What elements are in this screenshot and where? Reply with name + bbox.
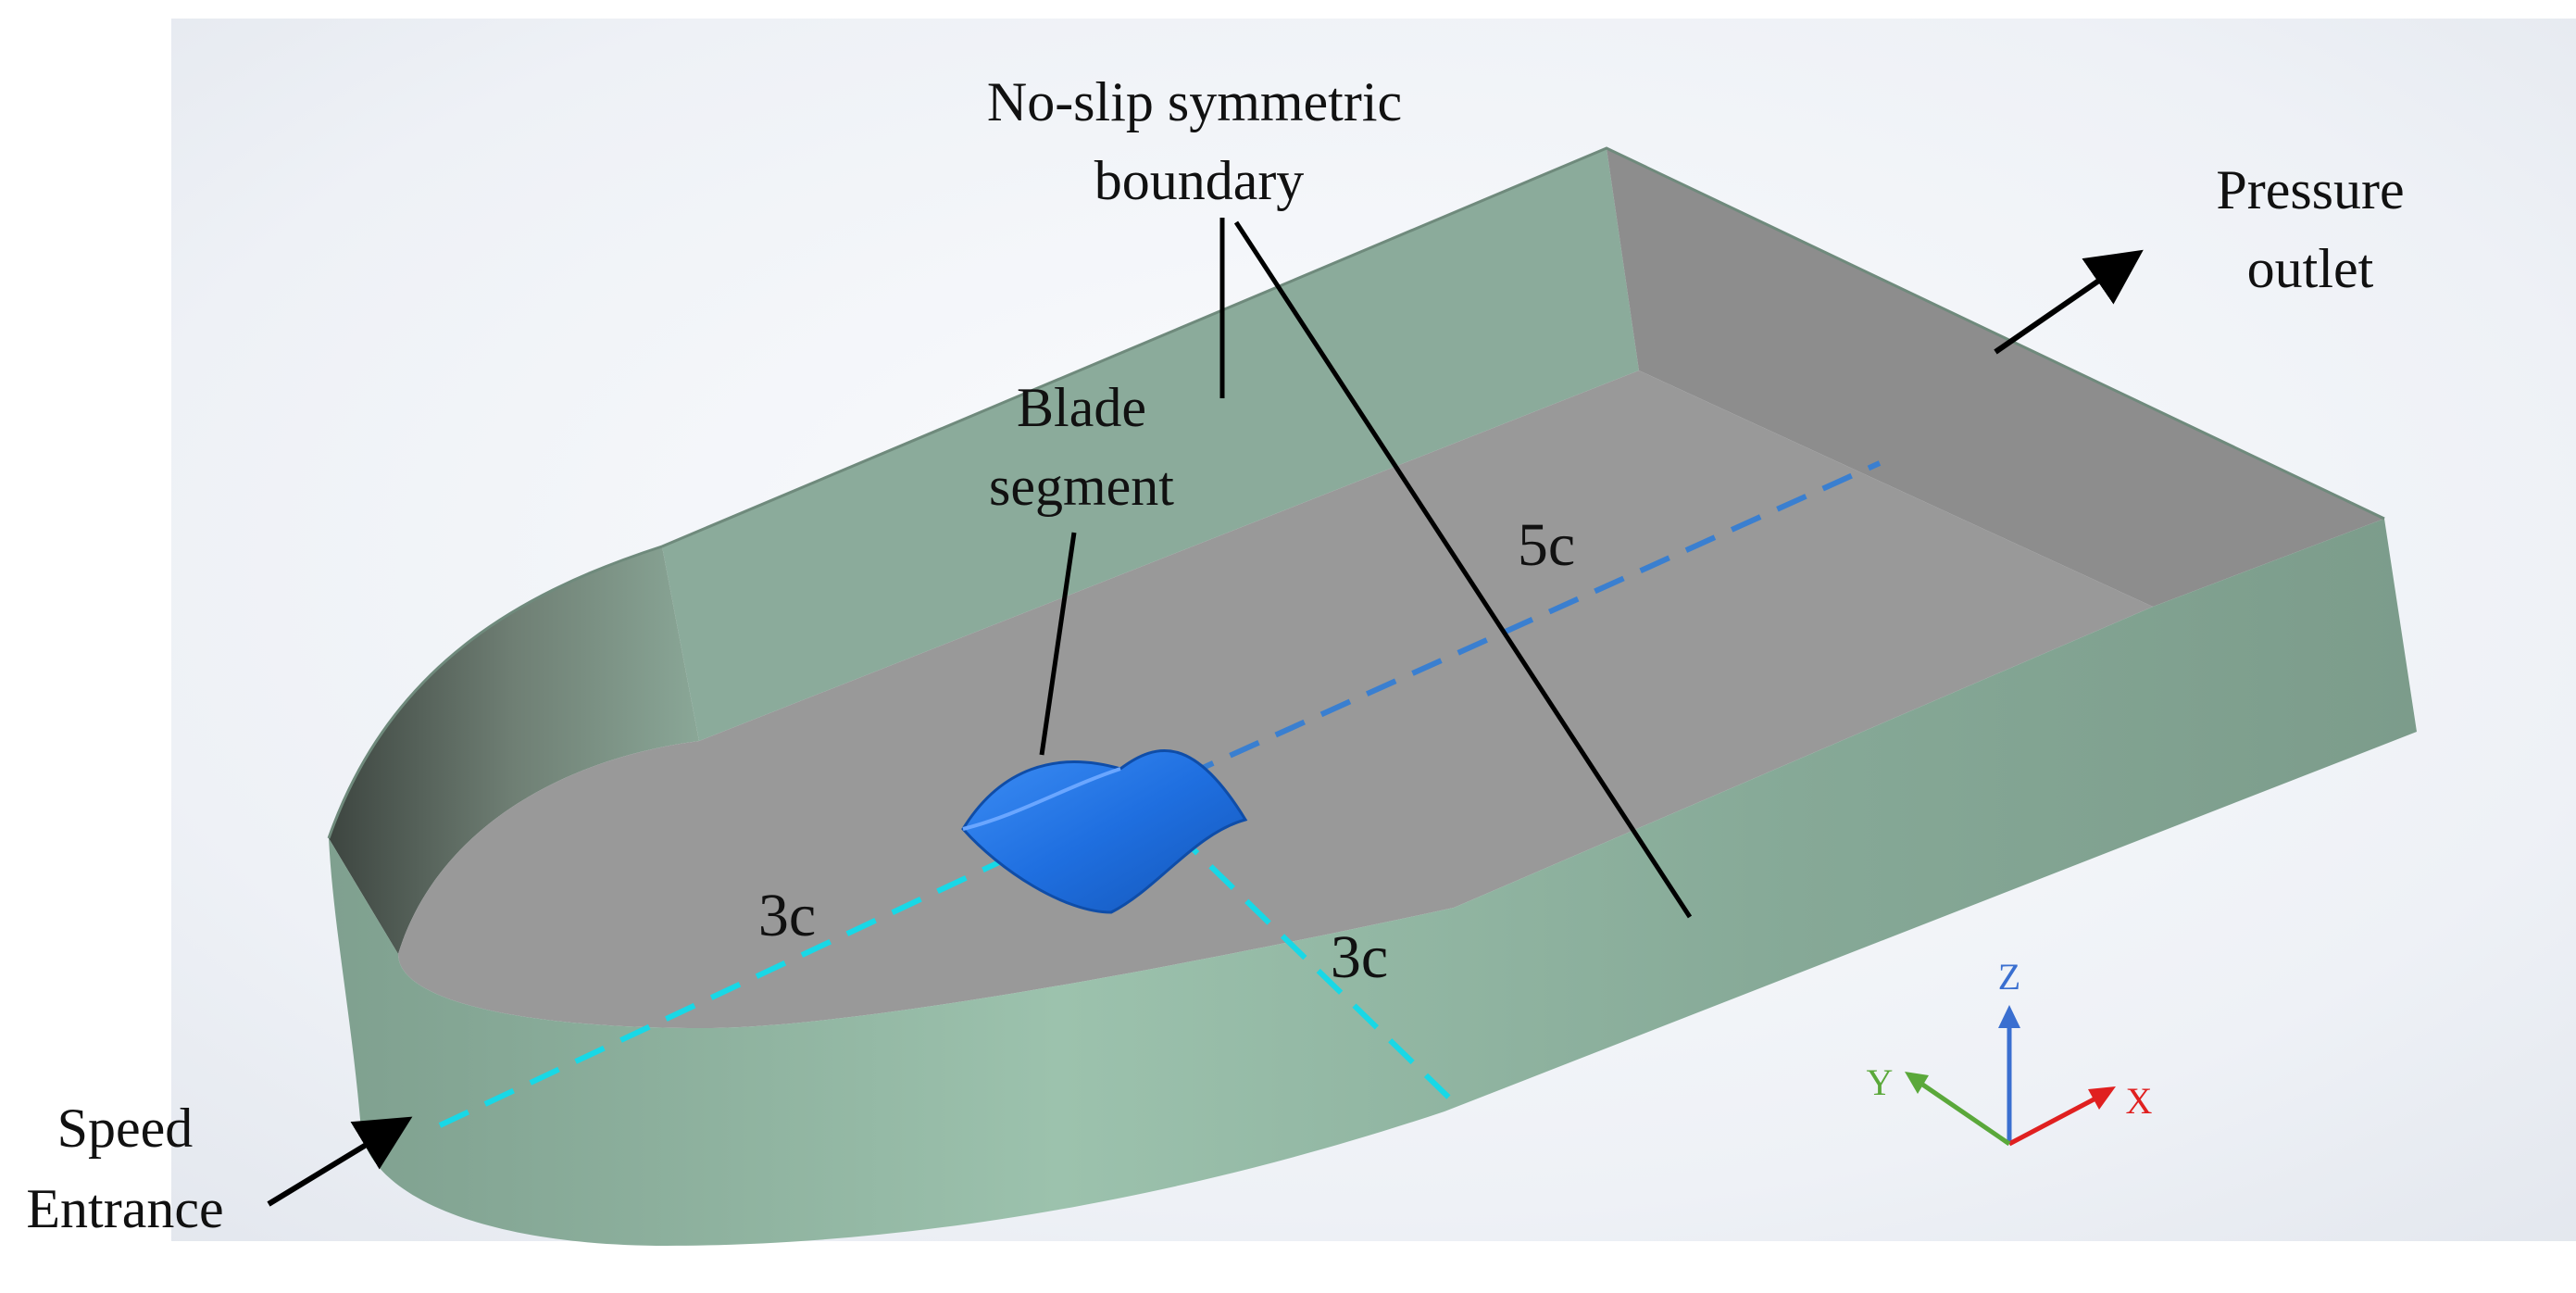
blade-leader: [1039, 532, 1077, 756]
pressure-outlet-arrow: [1994, 249, 2144, 355]
dimension-upstream: 3c: [758, 882, 816, 949]
inlet-curved-wall-inner: [329, 546, 699, 954]
domain-floor: [398, 370, 2153, 1028]
dimension-downstream: 5c: [1518, 511, 1575, 579]
center-dashed-line: [1137, 460, 1882, 799]
blade-leading-edge: [962, 767, 1121, 831]
dimension-lateral: 3c: [1331, 923, 1388, 991]
y-axis-line: [1919, 1081, 2011, 1147]
x-axis-arrowhead: [2088, 1086, 2116, 1110]
speed-entrance-label-line1: Speed: [57, 1098, 194, 1159]
speed-entrance-arrow: [267, 1116, 413, 1207]
far-wall: [662, 148, 1639, 741]
blade-segment-label-line2: segment: [989, 456, 1174, 517]
wall-rim: [327, 146, 2385, 839]
speed-entrance-label-line2: Entrance: [26, 1178, 223, 1239]
outlet-wall: [1607, 148, 2384, 607]
y-axis-arrowhead: [1905, 1072, 1929, 1094]
no-slip-label-line2: boundary: [1094, 150, 1305, 211]
axis-triad: Z X Y: [1867, 956, 2153, 1147]
inlet-dashed-line: [438, 794, 1141, 1128]
pressure-outlet-label-line2: outlet: [2247, 238, 2374, 299]
no-slip-label-line1: No-slip symmetric: [987, 71, 1402, 132]
front-wall: [329, 519, 2417, 1246]
y-axis-label: Y: [1867, 1061, 1894, 1103]
blade-segment-shape: [961, 749, 1248, 914]
x-axis-line: [2007, 1095, 2099, 1147]
no-slip-leader-b: [1233, 220, 1693, 919]
z-axis-arrowhead: [1998, 1005, 2020, 1028]
blade-segment-label-line1: Blade: [1017, 377, 1146, 438]
x-axis-label: X: [2126, 1080, 2153, 1122]
z-axis-label: Z: [1998, 956, 2020, 998]
pressure-outlet-label-line1: Pressure: [2216, 159, 2404, 220]
